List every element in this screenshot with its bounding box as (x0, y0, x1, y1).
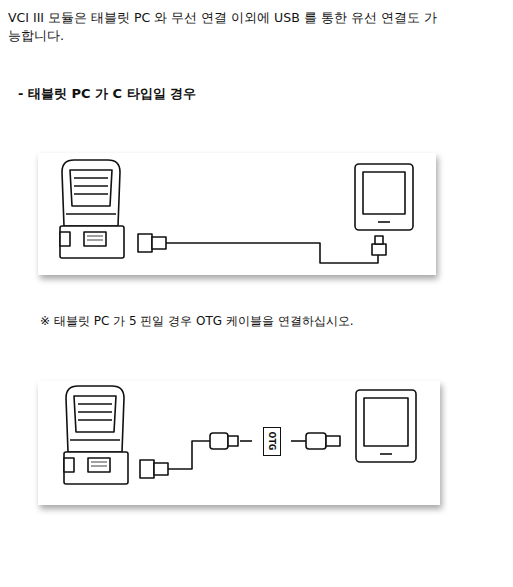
otg-adapter: OTG (263, 427, 281, 456)
panel (38, 153, 436, 275)
adapter-cable (291, 440, 306, 442)
adapter-label: OTG (267, 431, 275, 450)
tablet (355, 164, 413, 230)
section-heading: - 태블릿 PC 가 C 타입일 경우 (18, 86, 478, 103)
usb-c-plug (372, 236, 386, 255)
tablet (356, 390, 416, 462)
micro-usb-plug (306, 433, 340, 449)
vci-module (60, 160, 166, 258)
note-text: ※ 태블릿 PC 가 5 핀일 경우 OTG 케이블을 연결하십시오. (40, 314, 510, 330)
usb-plug (210, 433, 238, 449)
vci-module (64, 386, 168, 484)
usb-cable (168, 441, 210, 469)
adapter-stub (240, 440, 252, 442)
usb-cable (166, 243, 378, 263)
panel (38, 381, 440, 505)
note-text: VCI III 모듈은 태블릿 PC 와 무선 연결 이외에 USB 를 통한 … (8, 9, 448, 45)
